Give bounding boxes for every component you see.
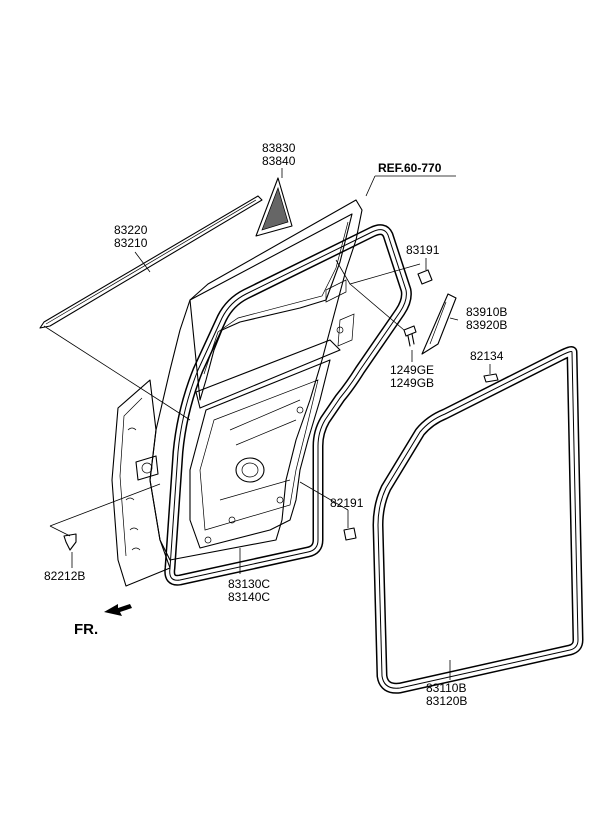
front-arrow-icon xyxy=(104,604,132,616)
quarter-glass-83830 xyxy=(255,177,293,237)
label-82212b: 82212B xyxy=(44,569,85,583)
label-83210: 83210 xyxy=(114,236,148,250)
clip-82134 xyxy=(483,373,499,383)
part-labels: 83830 83840 REF.60-770 83220 83210 83191… xyxy=(44,141,507,708)
door-side-weatherstrip xyxy=(164,224,412,586)
label-1249gb: 1249GB xyxy=(390,376,434,390)
label-83830: 83830 xyxy=(262,141,296,155)
label-83130c: 83130C xyxy=(228,577,270,591)
label-83140c: 83140C xyxy=(228,590,270,604)
label-83920b: 83920B xyxy=(466,318,507,332)
grommet-83191 xyxy=(417,269,433,285)
door-panel-assembly xyxy=(111,199,363,587)
bolt-1249ge xyxy=(403,325,417,347)
label-83120b: 83120B xyxy=(426,694,467,708)
label-82191: 82191 xyxy=(330,496,364,510)
label-83910b: 83910B xyxy=(466,305,507,319)
label-83840: 83840 xyxy=(262,154,296,168)
label-83110b: 83110B xyxy=(426,681,466,695)
door-body-weatherstrip xyxy=(372,346,584,694)
fastener-82212b xyxy=(63,533,77,551)
label-1249ge: 1249GE xyxy=(390,363,434,377)
delta-moulding-83910b xyxy=(421,293,457,355)
label-83191: 83191 xyxy=(406,243,440,257)
label-83220: 83220 xyxy=(114,223,148,237)
label-ref-60-770: REF.60-770 xyxy=(378,161,442,175)
leader-lines xyxy=(43,168,491,680)
plug-82191 xyxy=(343,527,357,541)
label-front: FR. xyxy=(74,621,98,638)
label-82134: 82134 xyxy=(470,349,504,363)
